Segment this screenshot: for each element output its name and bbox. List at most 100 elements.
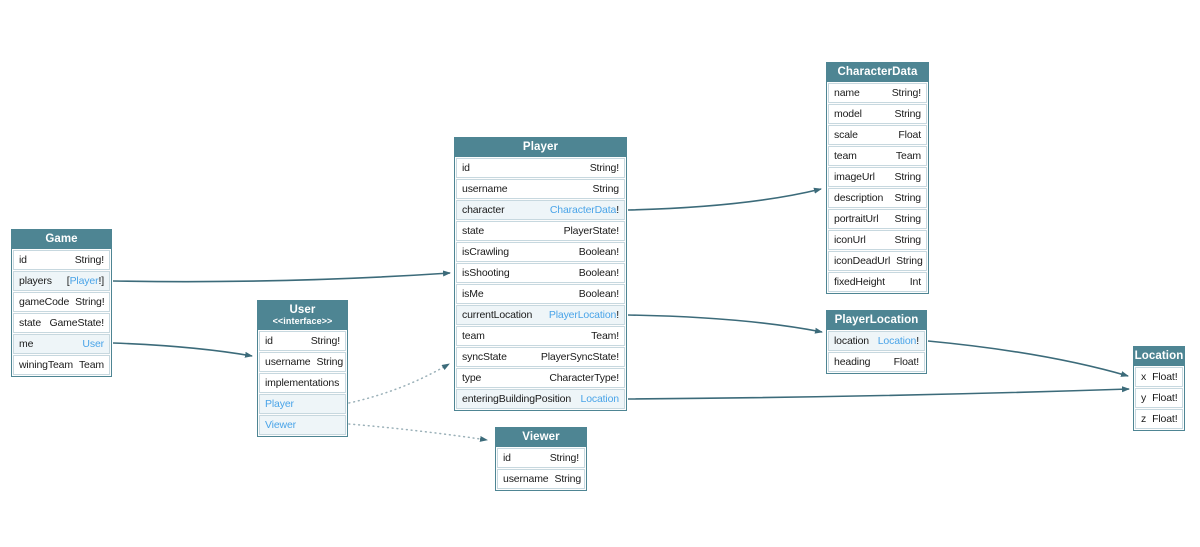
type-link[interactable]: User: [82, 338, 104, 350]
field-type: Location!: [878, 335, 919, 347]
table-header-viewer[interactable]: Viewer: [496, 428, 586, 447]
type-text: Float!: [1152, 413, 1178, 425]
table-title: PlayerLocation: [834, 314, 919, 327]
field-name: state: [19, 317, 42, 329]
table-header-player[interactable]: Player: [455, 138, 626, 157]
field-type: String: [896, 255, 923, 267]
type-link[interactable]: PlayerLocation: [548, 309, 617, 321]
edge-player-character-to-characterdata[interactable]: [627, 187, 822, 211]
field-name: name: [834, 87, 860, 99]
edge-game-players-to-player[interactable]: [112, 270, 451, 283]
field-type: String!: [75, 254, 104, 266]
edge-player-enteringbuildingposition-to-location[interactable]: [627, 386, 1130, 400]
table-header-user[interactable]: User<<interface>>: [258, 301, 347, 330]
type-link[interactable]: Location: [877, 335, 917, 347]
field-row-location[interactable]: location Location!: [828, 331, 925, 351]
edge-game-me-to-user[interactable]: [112, 342, 253, 358]
field-type: CharacterData!: [550, 204, 619, 216]
field-name: location: [834, 335, 869, 347]
edge-playerlocation-location-to-location[interactable]: [927, 340, 1129, 377]
field-name: isShooting: [462, 267, 510, 279]
table-title: Player: [522, 141, 559, 154]
implementation-link[interactable]: Player: [265, 398, 294, 410]
field-name: state: [462, 225, 485, 237]
type-link[interactable]: Location: [580, 393, 620, 405]
implementation-link[interactable]: Viewer: [265, 419, 297, 431]
table-header-location[interactable]: Location: [1134, 347, 1184, 366]
field-name: me: [19, 338, 34, 350]
type-text: [: [66, 275, 70, 287]
table-header-characterdata[interactable]: CharacterData: [827, 63, 928, 82]
field-row-player[interactable]: Player: [259, 394, 346, 414]
type-text: String: [894, 192, 921, 204]
edge-player-currentlocation-to-playerlocation[interactable]: [627, 314, 823, 334]
type-link[interactable]: CharacterData: [549, 204, 617, 216]
field-row-viewer[interactable]: Viewer: [259, 415, 346, 435]
type-link[interactable]: Player: [69, 275, 99, 287]
table-header-playerlocation[interactable]: PlayerLocation: [827, 311, 926, 330]
type-text: String!: [75, 296, 105, 308]
field-row-players[interactable]: players[Player!]: [13, 271, 110, 291]
field-row-currentlocation[interactable]: currentLocation PlayerLocation!: [456, 305, 625, 325]
edge-user-implementation-player[interactable]: [348, 363, 450, 404]
field-type: Team!: [591, 330, 619, 342]
table-title: Game: [45, 233, 78, 246]
field-type: [Player!]: [67, 275, 104, 287]
table-title: User: [289, 304, 316, 317]
type-text: !: [616, 309, 619, 321]
edge-user-implementation-viewer[interactable]: [348, 423, 488, 442]
field-name: imageUrl: [834, 171, 875, 183]
field-name: currentLocation: [462, 309, 533, 321]
field-row-implementations[interactable]: implementations: [259, 373, 346, 393]
table-header-game[interactable]: Game: [12, 230, 111, 249]
field-row-me[interactable]: me User: [13, 334, 110, 354]
field-type: String!: [590, 162, 619, 174]
field-name: portraitUrl: [834, 213, 879, 225]
type-text: String: [894, 234, 921, 246]
field-type: Location: [581, 393, 620, 405]
type-text: Float!: [1152, 392, 1178, 404]
field-name: scale: [834, 129, 858, 141]
type-text: String!: [310, 335, 340, 347]
